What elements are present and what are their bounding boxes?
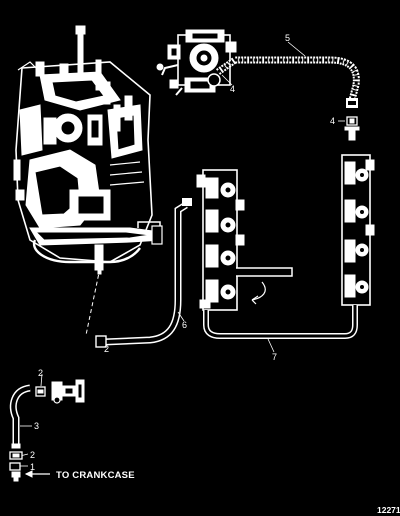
crankcase-note: TO CRANKCASE [56,470,135,481]
small-parts-group [9,379,85,482]
callout-6: 6 [182,320,188,330]
callout-leaders [19,41,345,467]
hose-7 [203,305,358,339]
dashed-leader-line [85,267,101,336]
callout-3: 3 [34,421,40,431]
fitting-4 [344,116,360,141]
callout-2-clamp: 2 [30,450,36,460]
callout-1: 1 [30,462,36,472]
fuel-rail-center [196,169,293,311]
fuel-pump-assembly [156,29,237,96]
callout-4-pump: 4 [230,84,236,94]
crankcase-arrow [24,470,50,478]
callout-5: 5 [285,33,291,43]
callout-4-fitting: 4 [330,116,336,126]
fuel-rail-right [341,154,375,306]
callout-2-fitting: 2 [38,368,44,378]
hose-6 [95,198,192,348]
braided-hose-5 [215,56,360,108]
figure-number: 12271 [377,505,400,515]
callout-2-hose-end: 2 [104,344,110,354]
engine-block-illustration [13,25,163,275]
callout-7: 7 [272,352,278,362]
